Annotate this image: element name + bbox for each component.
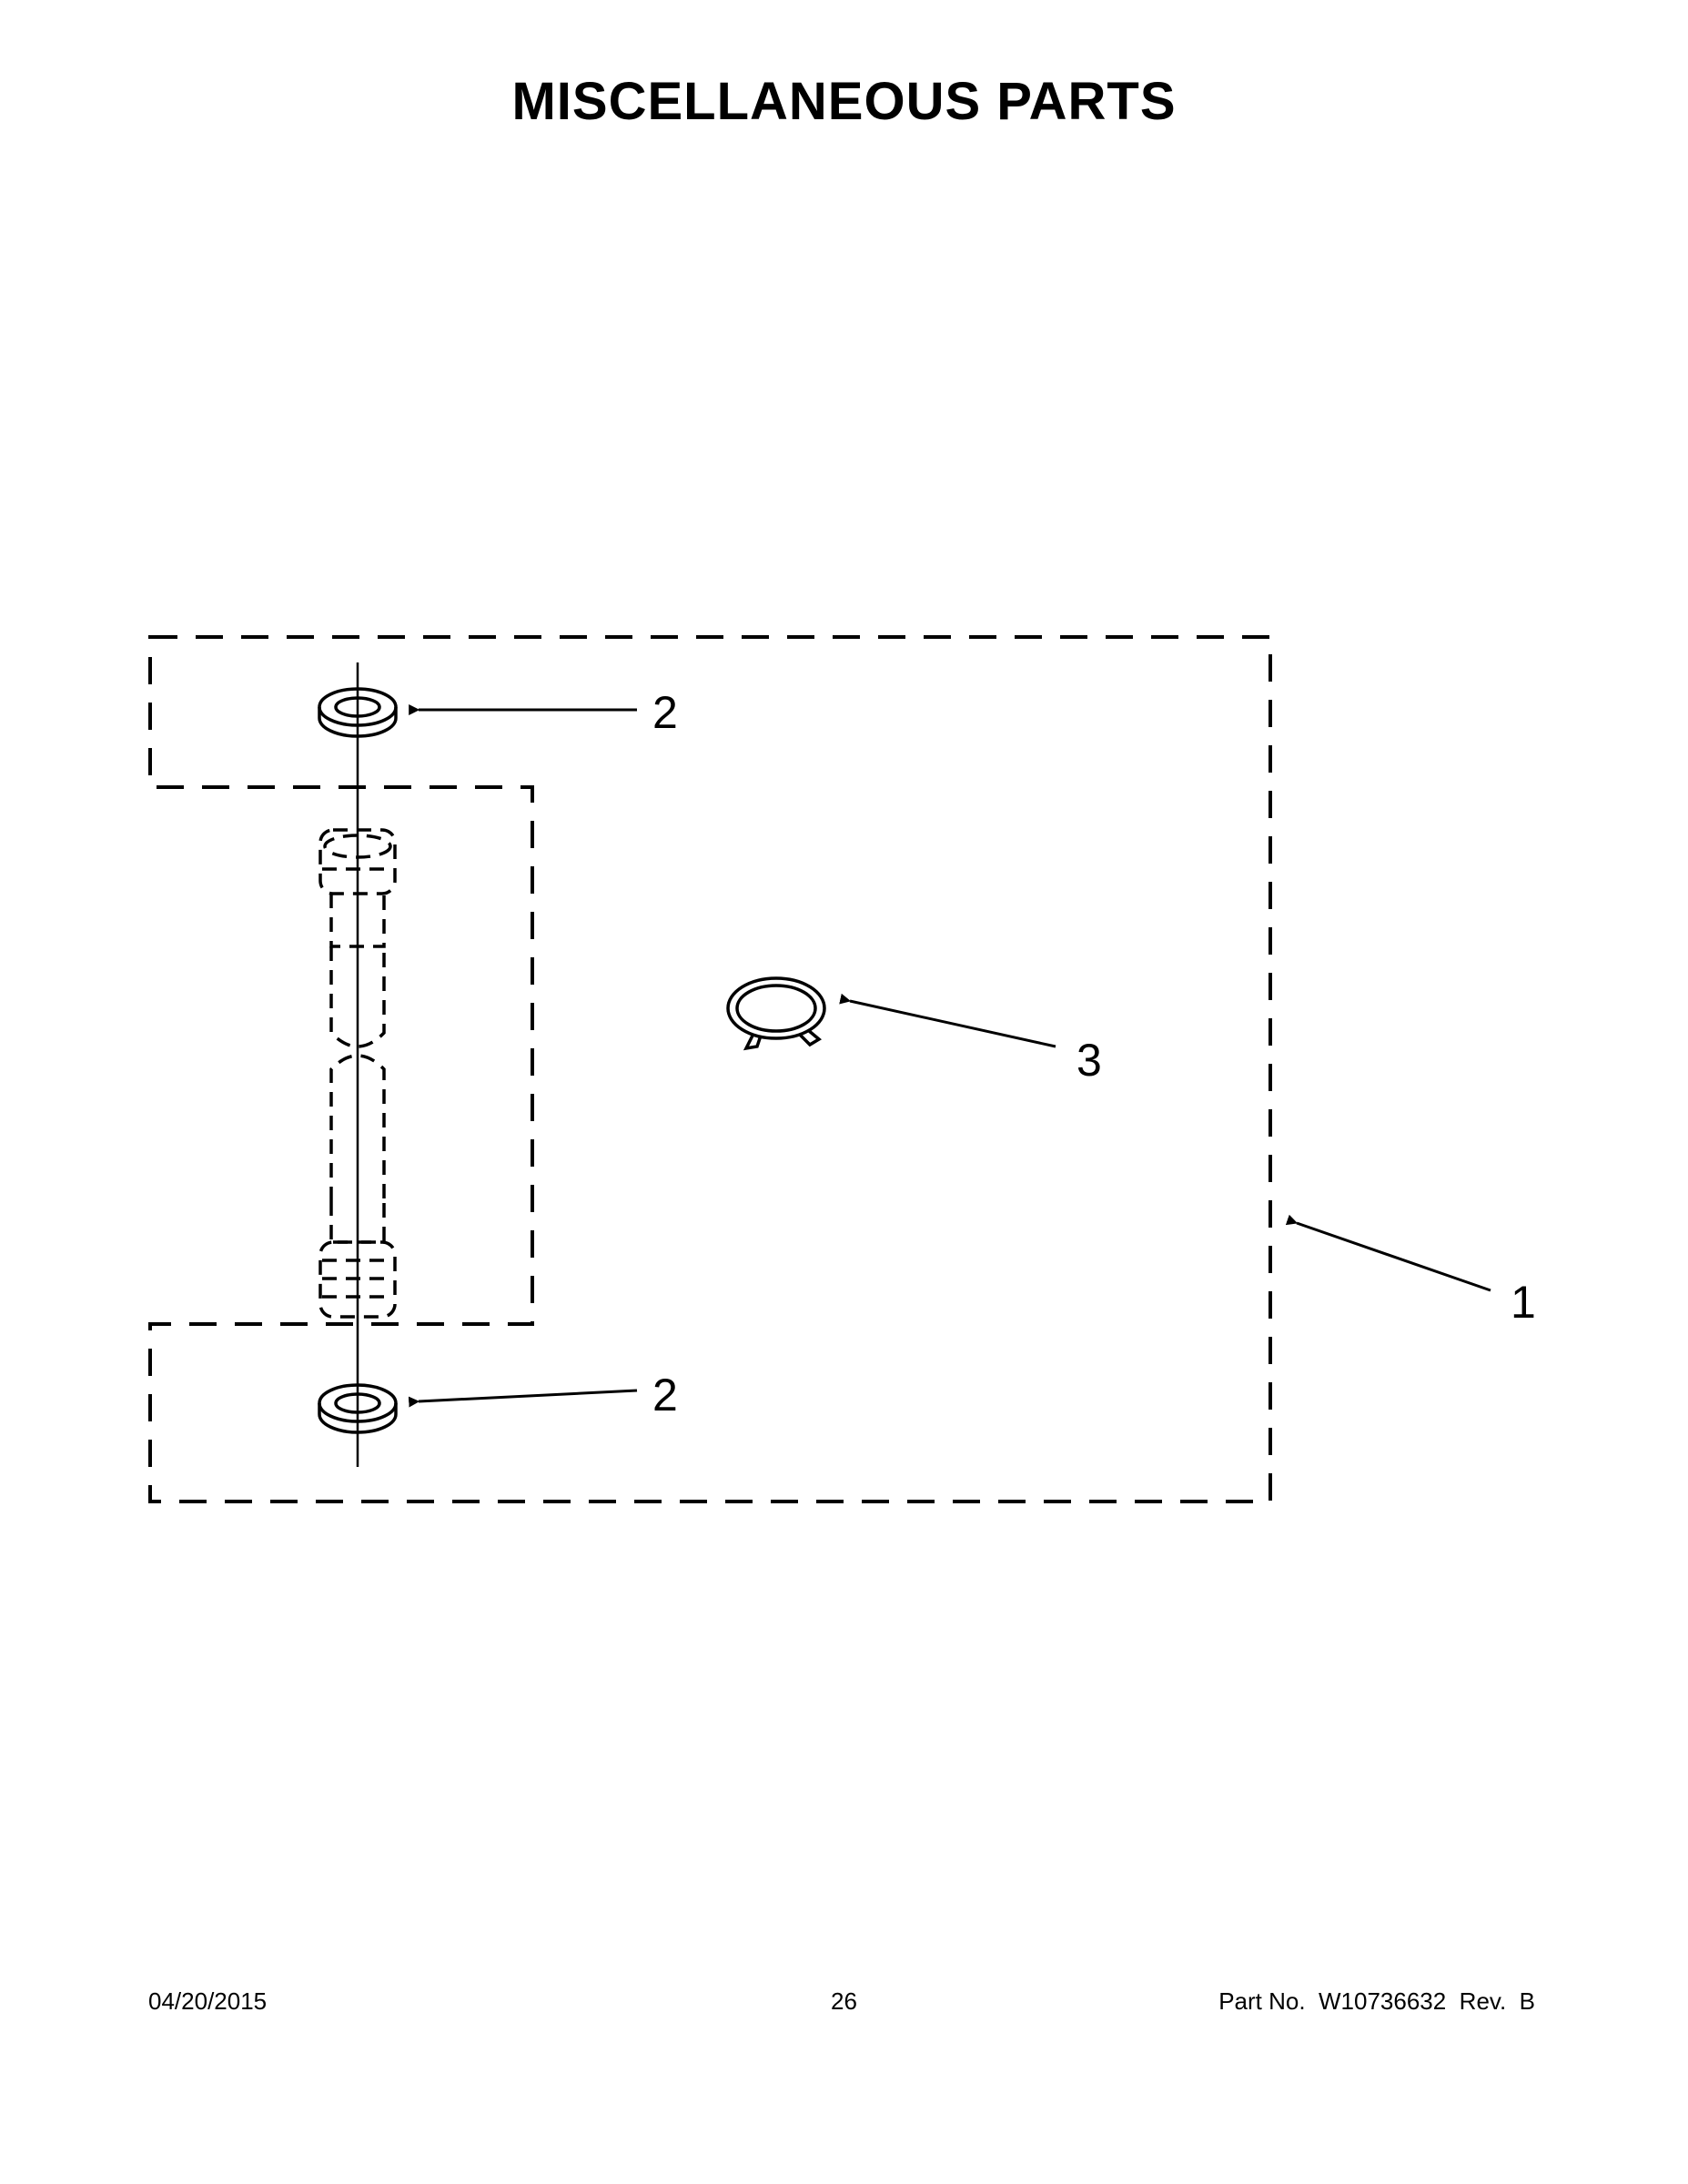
callout-water-inlet-hose-kit: 1 (1511, 1277, 1536, 1328)
washer-top-icon (318, 687, 398, 738)
kit-boundary (148, 635, 1272, 1503)
page-title: MISCELLANEOUS PARTS (511, 72, 1177, 131)
hose-lower-icon (318, 1054, 397, 1319)
footer-part-number: Part No. W10736632 Rev. B (1218, 1987, 1535, 2015)
washer-bottom-icon (318, 1383, 398, 1434)
leader-arrow-hose-clamp (839, 993, 1056, 1048)
hose-upper-icon (318, 828, 397, 1048)
callout-washer-bottom: 2 (652, 1370, 678, 1421)
leader-arrow-kit (1285, 1214, 1491, 1292)
footer-page-number: 26 (831, 1987, 857, 2015)
hose-clamp-icon (726, 976, 826, 1051)
callout-washer-top: 2 (652, 687, 678, 738)
leader-arrow-washer-bottom (408, 1389, 638, 1408)
footer-date: 04/20/2015 (148, 1987, 268, 2015)
callout-hose-clamp: 3 (1076, 1035, 1102, 1086)
